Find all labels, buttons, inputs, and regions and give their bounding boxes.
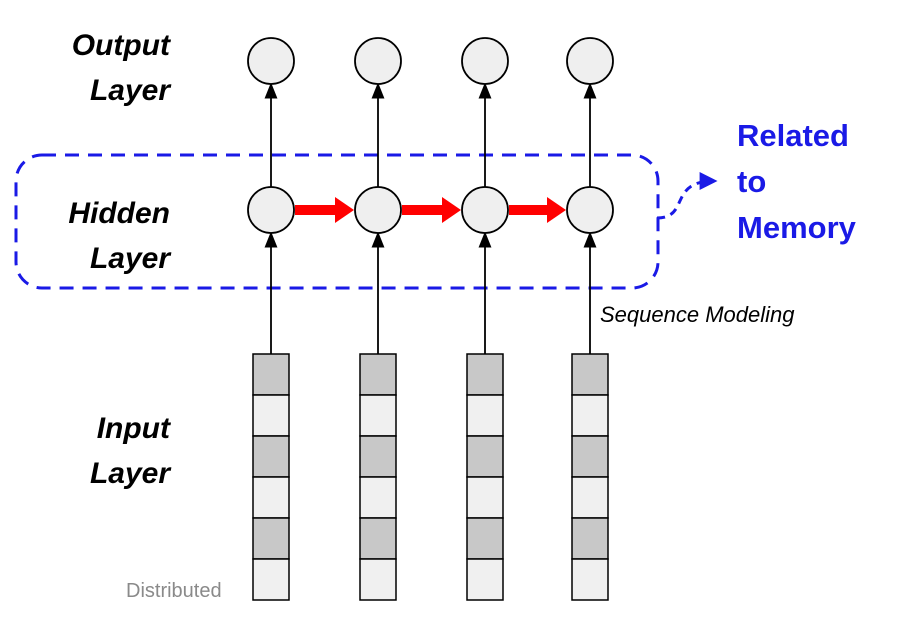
input-vector-cell (571, 558, 609, 601)
memory-label-line1: Related (737, 118, 849, 153)
input-vector-cell (466, 394, 504, 437)
recurrent-arrow-head (335, 197, 354, 223)
input-vector-cell (359, 394, 397, 437)
input-vector-cell (359, 517, 397, 560)
input-vector-cell (359, 435, 397, 478)
input-vector-cell (466, 517, 504, 560)
recurrent-arrow-head (442, 197, 461, 223)
distributed-label: Distributed (126, 580, 222, 602)
hidden-node (354, 186, 402, 234)
hidden-node (461, 186, 509, 234)
recurrent-arrow-shaft (509, 205, 547, 215)
input-vector-cell (359, 558, 397, 601)
input-vector-cell (359, 476, 397, 519)
output-node (566, 37, 614, 85)
input-vector-cell (252, 435, 290, 478)
input-vector-cell (252, 476, 290, 519)
input-vector-cell (252, 353, 290, 396)
sequence-modeling-label: Sequence Modeling (600, 302, 795, 327)
input-vector-cell (466, 476, 504, 519)
output-node (247, 37, 295, 85)
input-vector-cell (359, 353, 397, 396)
input-vector-cell (466, 353, 504, 396)
recurrent-arrow-head (547, 197, 566, 223)
input-layer-label-line1: Input (97, 412, 172, 445)
memory-label-line2: to (737, 164, 766, 199)
input-vector-cell (252, 394, 290, 437)
input-layer-label-line2: Layer (90, 457, 172, 490)
output-node (354, 37, 402, 85)
hidden-node (247, 186, 295, 234)
input-vector-cell (571, 517, 609, 560)
memory-pointer-arrow (656, 172, 718, 220)
input-vector-cell (571, 435, 609, 478)
memory-label-line3: Memory (737, 210, 857, 245)
output-layer-label-line1: Output (72, 29, 172, 62)
hidden-layer-memory-box (14, 153, 660, 290)
timestep-columns (247, 37, 614, 601)
input-vector-cell (252, 517, 290, 560)
output-layer-label-line2: Layer (90, 74, 172, 107)
hidden-layer-label-line2: Layer (90, 242, 172, 275)
recurrent-arrow-shaft (402, 205, 442, 215)
input-vector-cell (571, 353, 609, 396)
recurrent-arrow-shaft (295, 205, 335, 215)
input-vector-cell (571, 394, 609, 437)
input-vector-cell (252, 558, 290, 601)
input-vector-cell (466, 435, 504, 478)
hidden-node (566, 186, 614, 234)
input-vector-cell (571, 476, 609, 519)
hidden-layer-label-line1: Hidden (68, 197, 170, 230)
output-node (461, 37, 509, 85)
input-vector-cell (466, 558, 504, 601)
